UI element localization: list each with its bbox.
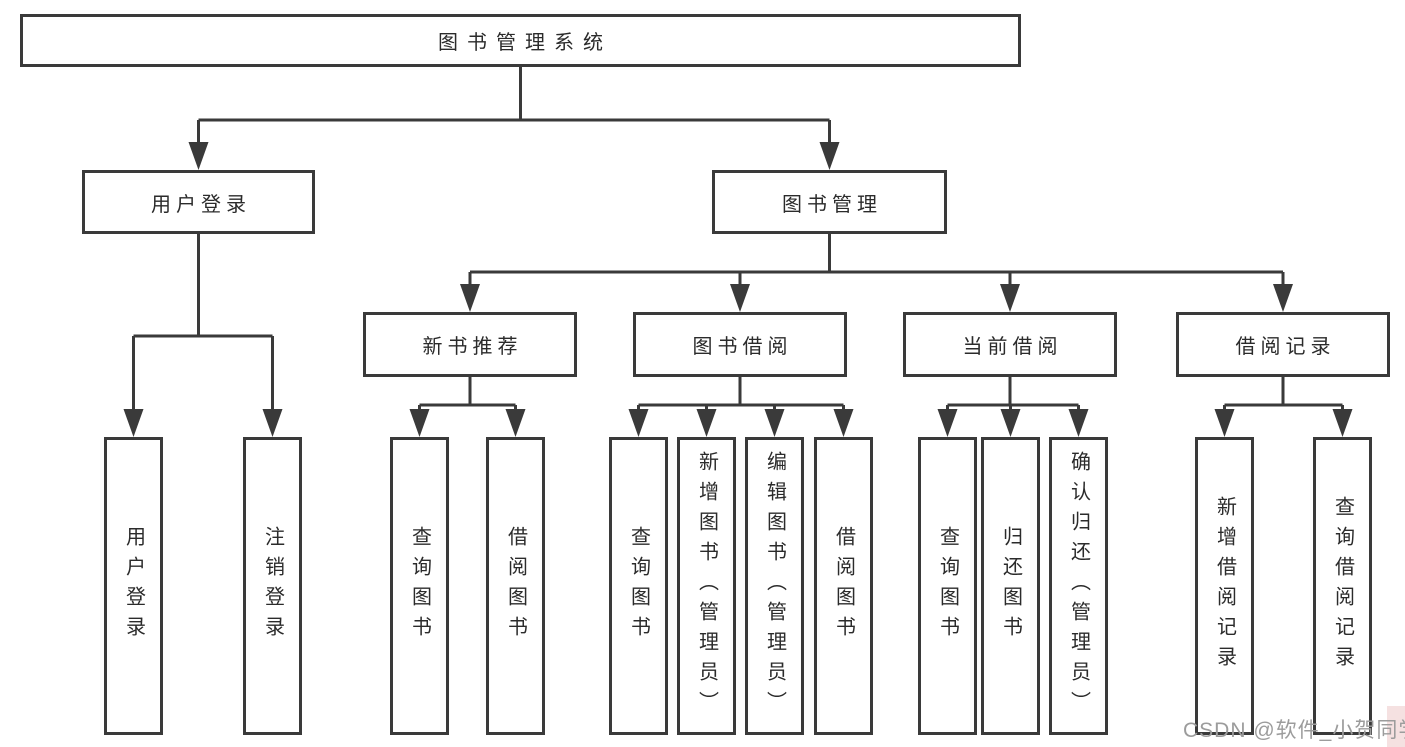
arrowhead: [764, 409, 785, 437]
arrowhead: [262, 409, 283, 437]
leaf-edit-book-admin: 编辑图书（管理员）: [745, 437, 804, 735]
arrowhead: [730, 284, 750, 312]
leaf-add-borrow-record: 新增借阅记录: [1195, 437, 1254, 735]
arrowhead: [1000, 409, 1021, 437]
arrowhead: [1273, 284, 1293, 312]
node-label: 新增借阅记录: [1213, 496, 1236, 676]
connector-root-to-level2: [188, 67, 840, 170]
arrowhead: [937, 409, 958, 437]
arrowhead: [1000, 284, 1020, 312]
node-label: 图书借阅: [692, 336, 793, 358]
node-borrow-records: 借阅记录: [1176, 312, 1390, 377]
node-label: 编辑图书（管理员）: [763, 451, 786, 721]
leaf-query-books-current: 查询图书: [918, 437, 977, 735]
node-current-borrow: 当前借阅: [903, 312, 1117, 377]
connector-book-management-to-level3: [460, 234, 1293, 312]
node-label: 归还图书: [999, 526, 1022, 646]
node-root: 图书管理系统: [20, 14, 1021, 67]
node-label: 查询图书: [936, 526, 959, 646]
leaf-borrow-books-recommend: 借阅图书: [486, 437, 545, 735]
leaf-user-login: 用户登录: [104, 437, 163, 735]
node-label: 用户登录: [151, 193, 251, 216]
node-user-login: 用户登录: [82, 170, 315, 234]
arrowhead: [409, 409, 430, 437]
node-book-management: 图书管理: [712, 170, 947, 234]
arrowhead: [819, 142, 840, 170]
node-label: 借阅图书: [832, 526, 855, 646]
node-label: 确认归还（管理员）: [1067, 451, 1090, 721]
arrowhead: [123, 409, 144, 437]
node-label: 当前借阅: [962, 336, 1063, 358]
node-label: 图书管理: [782, 193, 882, 216]
connector-current-borrow-to-leaves: [937, 377, 1089, 437]
node-new-book-recommend: 新书推荐: [363, 312, 577, 377]
arrowhead: [1214, 409, 1235, 437]
node-label: 借阅图书: [504, 526, 527, 646]
arrowhead: [460, 284, 480, 312]
connector-user-login-to-leaves: [123, 234, 283, 437]
leaf-logout: 注销登录: [243, 437, 302, 735]
corner-tint: [1387, 706, 1405, 747]
node-label: 新增图书（管理员）: [695, 451, 718, 721]
leaf-query-books-recommend: 查询图书: [390, 437, 449, 735]
node-label: 查询图书: [627, 526, 650, 646]
node-label: 注销登录: [261, 526, 284, 646]
node-book-borrow: 图书借阅: [633, 312, 847, 377]
connector-new-book-recommend-to-leaves: [409, 377, 526, 437]
arrowhead: [696, 409, 717, 437]
leaf-borrow-books: 借阅图书: [814, 437, 873, 735]
node-label: 借阅记录: [1235, 336, 1336, 358]
connector-borrow-records-to-leaves: [1214, 377, 1353, 437]
leaf-query-borrow-record: 查询借阅记录: [1313, 437, 1372, 735]
node-label: 查询图书: [408, 526, 431, 646]
arrowhead: [1332, 409, 1353, 437]
node-label: 新书推荐: [422, 336, 523, 358]
node-label: 用户登录: [122, 526, 145, 646]
connector-book-borrow-to-leaves: [628, 377, 854, 437]
leaf-query-books-borrow: 查询图书: [609, 437, 668, 735]
arrowhead: [833, 409, 854, 437]
arrowhead: [628, 409, 649, 437]
leaf-return-book: 归还图书: [981, 437, 1040, 735]
node-label: 查询借阅记录: [1331, 496, 1354, 676]
leaf-confirm-return-admin: 确认归还（管理员）: [1049, 437, 1108, 735]
node-label: 图书管理系统: [438, 32, 612, 54]
leaf-add-book-admin: 新增图书（管理员）: [677, 437, 736, 735]
arrowhead: [1068, 409, 1089, 437]
arrowhead: [188, 142, 209, 170]
arrowhead: [505, 409, 526, 437]
watermark: CSDN @软件_小贺同学: [1183, 719, 1405, 742]
